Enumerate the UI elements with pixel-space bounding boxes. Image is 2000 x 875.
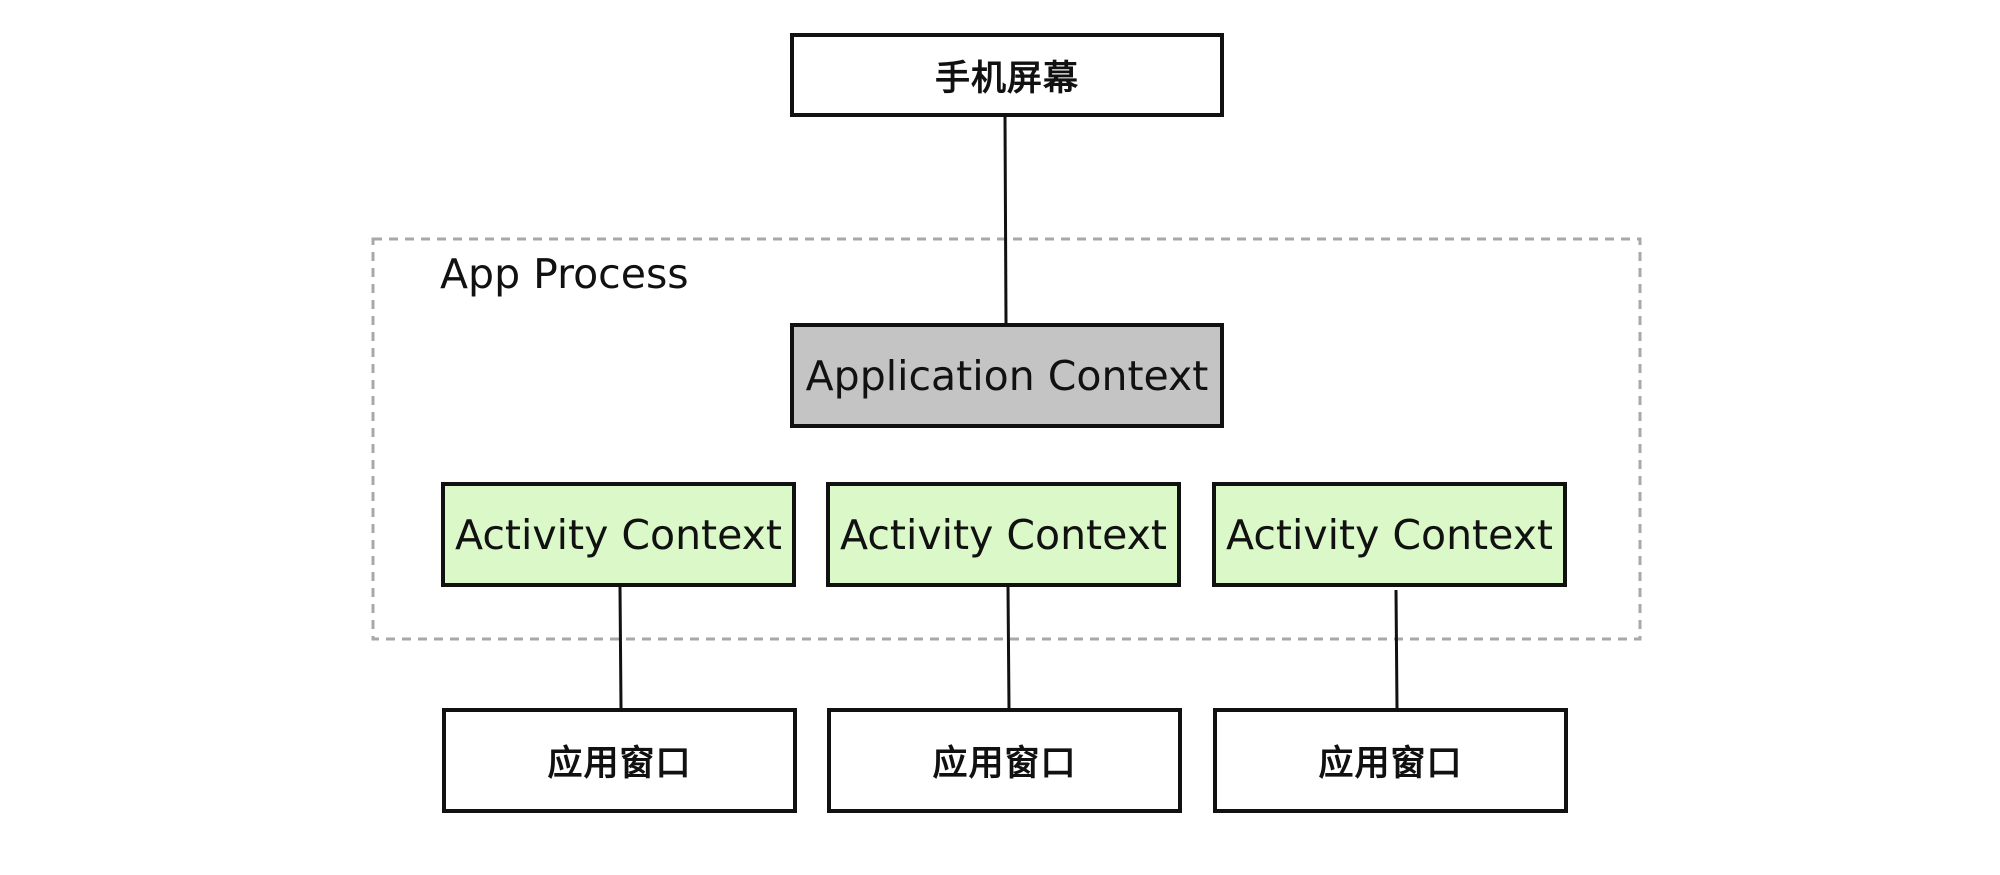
activity-context-label: Activity Context — [455, 510, 782, 559]
connector-screen-to-application-context — [1003, 116, 1008, 324]
connector-activity-3-to-window-3 — [1394, 589, 1399, 709]
app-process-label: App Process — [440, 250, 689, 298]
activity-context-node: Activity Context — [826, 482, 1181, 587]
app-window-node: 应用窗口 — [1213, 708, 1568, 813]
app-window-label: 应用窗口 — [1318, 744, 1463, 784]
activity-context-label: Activity Context — [840, 510, 1167, 559]
connector-activity-2-to-window-2 — [1006, 586, 1011, 709]
application-context-node: Application Context — [790, 323, 1224, 428]
app-window-node: 应用窗口 — [827, 708, 1182, 813]
app-window-node: 应用窗口 — [442, 708, 797, 813]
app-window-label: 应用窗口 — [932, 744, 1077, 784]
application-context-label: Application Context — [805, 351, 1209, 400]
activity-context-node: Activity Context — [1212, 482, 1567, 587]
app-window-label: 应用窗口 — [547, 744, 692, 784]
phone-screen-node: 手机屏幕 — [790, 33, 1224, 117]
connector-activity-1-to-window-1 — [618, 586, 623, 709]
phone-screen-label: 手机屏幕 — [934, 58, 1079, 99]
activity-context-node: Activity Context — [441, 482, 796, 587]
activity-context-label: Activity Context — [1226, 510, 1553, 559]
